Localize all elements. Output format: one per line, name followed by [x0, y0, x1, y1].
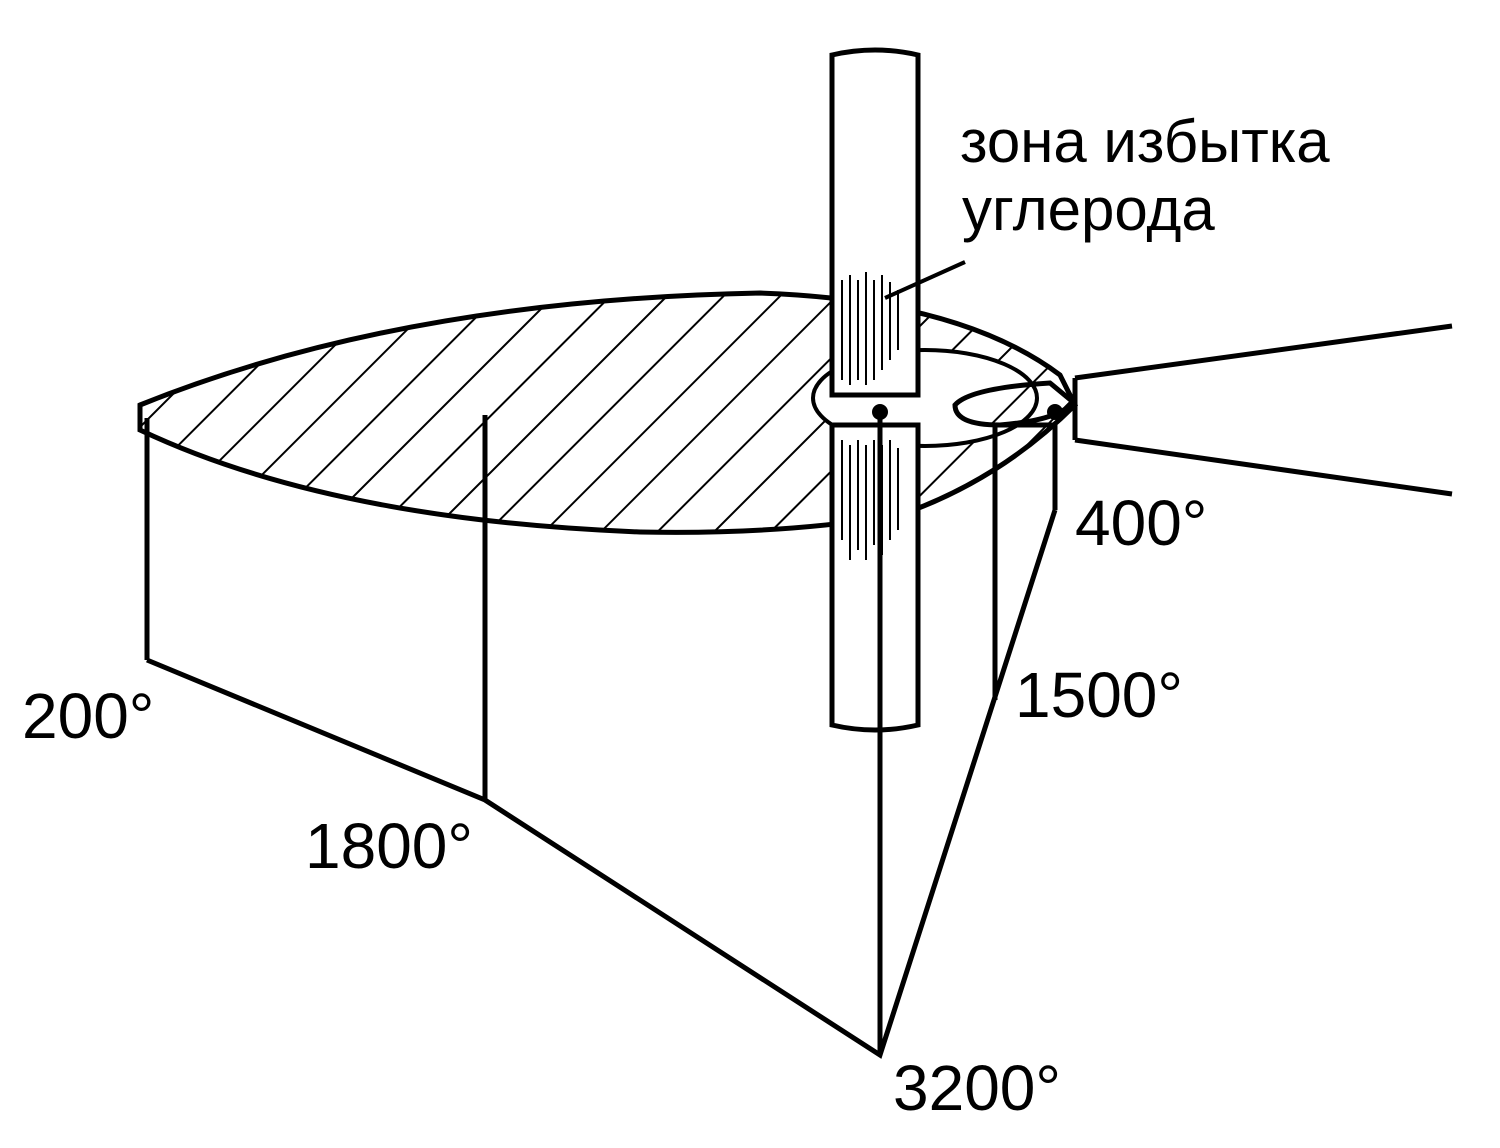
temperature-profile	[144, 415, 1058, 1059]
temp-label-3200: 3200°	[893, 1052, 1061, 1124]
torch-nozzle	[1072, 323, 1453, 497]
filler-rod-lower	[829, 422, 921, 733]
filler-rod-upper	[829, 47, 921, 398]
temp-label-1500: 1500°	[1015, 659, 1183, 731]
zone-label-line2: углерода	[962, 176, 1215, 243]
zone-leader-line	[884, 260, 966, 300]
zone-label-line1: зона избытка	[960, 108, 1330, 175]
temp-label-1800: 1800°	[305, 810, 473, 882]
temp-label-400: 400°	[1075, 487, 1207, 559]
temp-label-200: 200°	[22, 680, 154, 752]
